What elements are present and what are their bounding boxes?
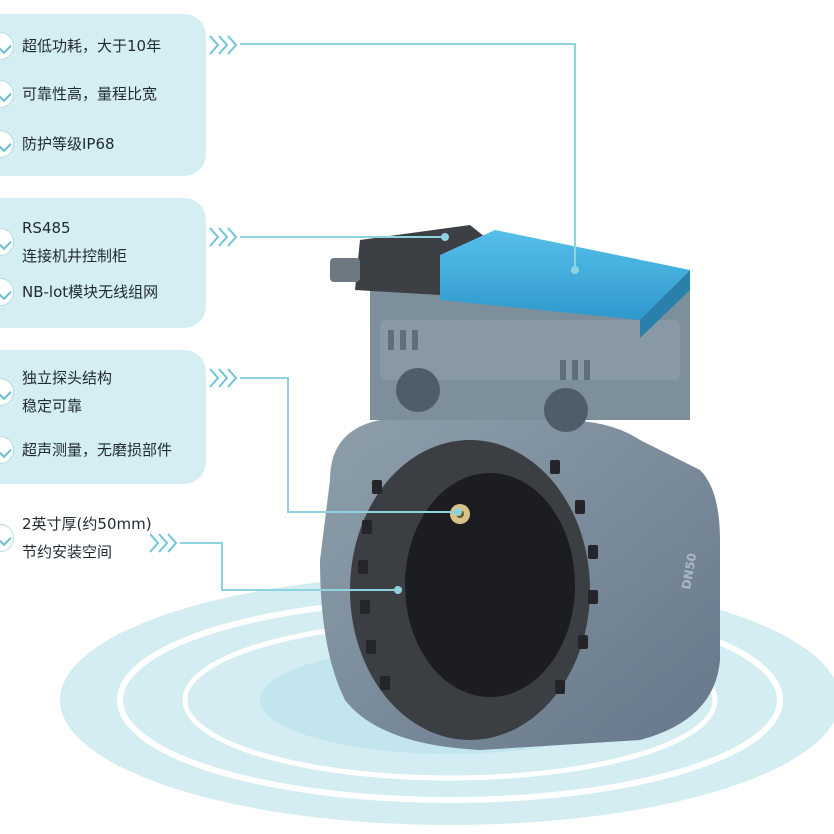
feature-panel-3 [0, 350, 206, 484]
feature-text: 节约安装空间 [22, 543, 113, 561]
product-size-label: DN50 [679, 552, 699, 591]
feature-text: 超声测量，无磨损部件 [22, 441, 173, 459]
feature-text: 2英寸厚(约50mm) [22, 515, 152, 533]
feature-text: 连接机井控制柜 [22, 247, 128, 265]
feature-text: NB-lot模块无线组网 [22, 283, 159, 301]
feature-text: 稳定可靠 [22, 397, 83, 415]
feature-text: 防护等级IP68 [22, 135, 115, 153]
feature-text: RS485 [22, 219, 71, 237]
feature-text: 超低功耗，大于10年 [22, 37, 162, 55]
feature-panel-1 [0, 14, 206, 176]
meter-body [320, 225, 720, 750]
feature-text: 独立探头结构 [22, 369, 113, 387]
chevron-marker-icon [209, 35, 238, 55]
feature-text: 可靠性高，量程比宽 [22, 85, 158, 103]
chevron-marker-icon [209, 368, 238, 388]
callout-lines [180, 43, 579, 594]
chevron-marker-icon [209, 227, 238, 247]
feature-panel-2 [0, 198, 206, 328]
chevron-marker-icon [149, 533, 178, 553]
